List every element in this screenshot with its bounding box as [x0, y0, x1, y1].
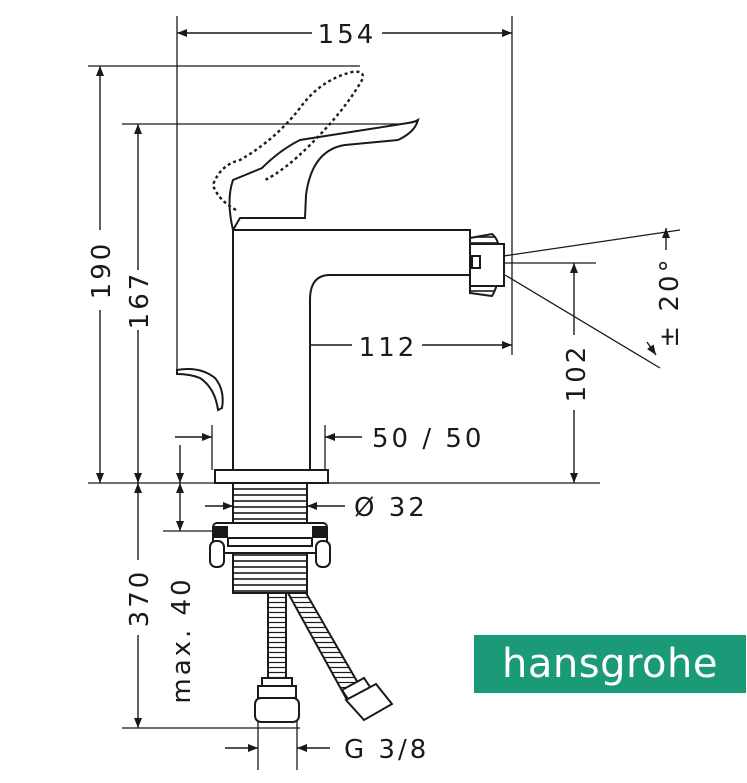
dimension-lines: [96, 29, 670, 752]
hose-length-label: 370: [125, 569, 155, 628]
overall-width-label: 154: [318, 20, 377, 50]
lever-height-label: 167: [125, 271, 155, 330]
mounting-shank: [209, 482, 331, 594]
flexible-hoses: [254, 592, 394, 723]
clearance-label: 50 / 50: [372, 424, 484, 454]
jet-angle-label: ± 20°: [655, 256, 685, 347]
faucet-body: [214, 117, 471, 484]
outlet-height-label: 102: [562, 344, 592, 403]
max-thickness-label: max. 40: [167, 576, 197, 703]
overall-height-label: 190: [87, 241, 117, 300]
connection-label: G 3/8: [344, 735, 429, 765]
shank-diameter-label: Ø 32: [354, 493, 428, 523]
brand-name: hansgrohe: [502, 641, 718, 687]
bidet-spray-outlet: [469, 232, 505, 298]
spout-reach-label: 112: [359, 333, 418, 363]
drain-pull-rod: [176, 368, 224, 412]
dimension-labels: 154 190 167 112 102 ± 20° 50 / 50 Ø 32 m…: [87, 20, 685, 765]
hansgrohe-logo: hansgrohe: [474, 635, 746, 693]
